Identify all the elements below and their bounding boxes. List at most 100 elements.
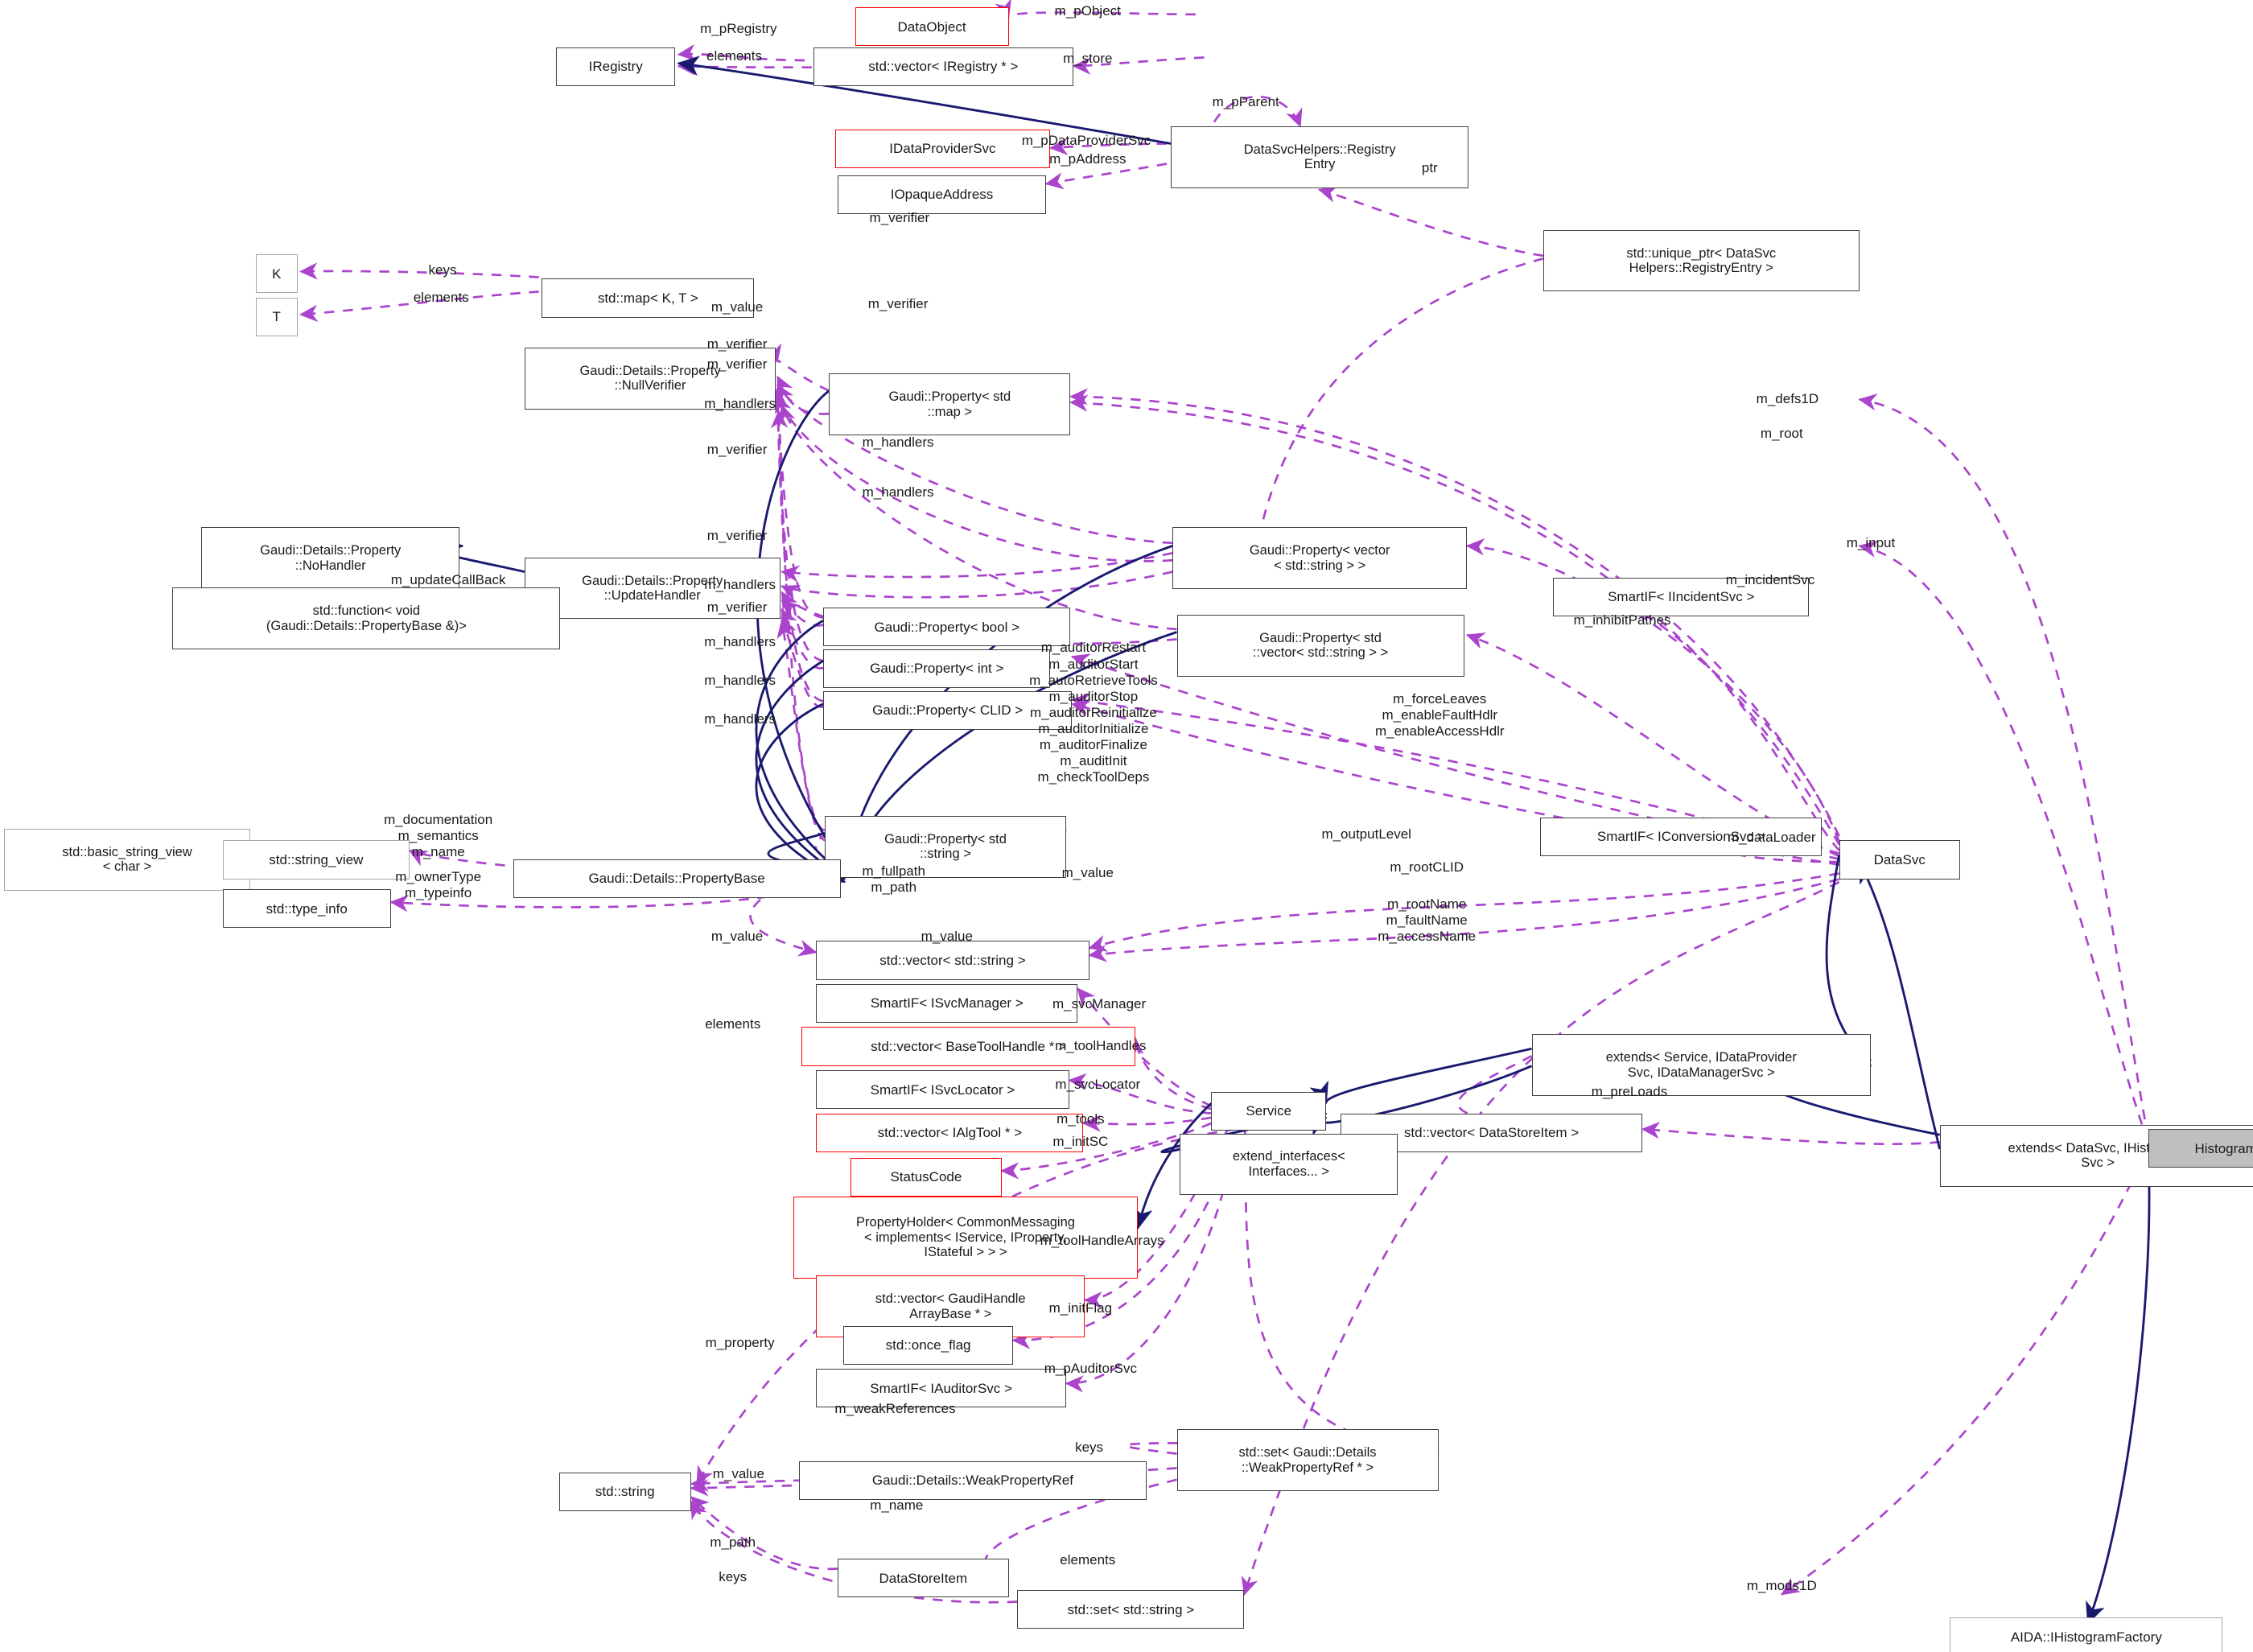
class-node-prop_map[interactable]: Gaudi::Property< std ::map > xyxy=(829,373,1071,435)
edge-label: m_svcManager xyxy=(1052,995,1147,1011)
class-node-prop_string[interactable]: Gaudi::Property< std ::string > xyxy=(825,816,1066,878)
edge-label: m_mods1D xyxy=(1746,1577,1817,1593)
class-node-nohandler[interactable]: Gaudi::Details::Property ::NoHandler xyxy=(201,527,460,589)
class-node-K[interactable]: K xyxy=(255,253,298,294)
edge-label: keys xyxy=(428,262,457,278)
edge-label: m_documentation m_semantics m_name xyxy=(384,811,493,860)
edge-label: m_handlers xyxy=(704,711,776,727)
class-node-iregistry[interactable]: IRegistry xyxy=(556,47,676,87)
class-node-vec_datastoreitem[interactable]: std::vector< DataStoreItem > xyxy=(1341,1113,1643,1152)
edge-label: elements xyxy=(706,47,762,64)
class-node-typeinfo[interactable]: std::type_info xyxy=(222,889,391,929)
edge-label: m_value xyxy=(710,299,764,315)
class-node-once_flag[interactable]: std::once_flag xyxy=(843,1325,1013,1365)
edge-label: m_rootName m_faultName m_accessName xyxy=(1378,896,1477,945)
class-node-vec_basetool[interactable]: std::vector< BaseToolHandle * > xyxy=(801,1027,1135,1066)
edge-label: m_value xyxy=(710,928,764,944)
class-node-service[interactable]: Service xyxy=(1211,1091,1327,1131)
edge-label: m_fullpath m_path xyxy=(862,863,925,895)
class-node-statuscode[interactable]: StatusCode xyxy=(851,1157,1002,1197)
class-node-stringview[interactable]: std::string_view xyxy=(222,840,410,880)
edge-label: m_verifier xyxy=(869,210,930,226)
edge-label: m_path xyxy=(710,1535,756,1551)
class-node-uniqueptr_re[interactable]: std::unique_ptr< DataSvc Helpers::Regist… xyxy=(1543,229,1860,292)
edge-label: m_pAddress xyxy=(1049,151,1126,167)
edge-label: m_verifier xyxy=(706,441,768,457)
edge-label: m_verifier xyxy=(867,296,929,312)
edge-label: m_value xyxy=(921,928,973,944)
edge-label: m_verifier xyxy=(706,336,768,352)
class-node-string[interactable]: std::string xyxy=(558,1472,691,1512)
class-node-smartif_svcmgr[interactable]: SmartIF< ISvcManager > xyxy=(816,983,1078,1024)
class-node-registryentry[interactable]: DataSvcHelpers::Registry Entry xyxy=(1171,126,1468,188)
class-node-dataobject[interactable]: DataObject xyxy=(855,6,1009,47)
edge-label: m_value xyxy=(1061,865,1114,881)
edge-label: m_toolHandles xyxy=(1055,1037,1147,1053)
edge-label: m_ownerType m_typeinfo xyxy=(395,868,482,900)
edge-label: m_pRegistry xyxy=(700,20,777,36)
class-node-set_string[interactable]: std::set< std::string > xyxy=(1017,1590,1245,1629)
class-node-propholder[interactable]: PropertyHolder< CommonMessaging < implem… xyxy=(793,1197,1139,1279)
edge-label: m_outputLevel xyxy=(1321,826,1411,842)
edge-label: m_auditorRestart m_auditorStart m_autoRe… xyxy=(1029,640,1158,785)
edge-label: m_handlers xyxy=(704,673,776,689)
class-node-vec_iregistry[interactable]: std::vector< IRegistry * > xyxy=(813,47,1073,87)
class-node-prop_vecstr[interactable]: Gaudi::Property< vector < std::string > … xyxy=(1172,527,1468,589)
edge-label: m_pParent xyxy=(1212,93,1279,109)
edge-label: m_inhibitPathes xyxy=(1573,612,1671,628)
edge-label: elements xyxy=(705,1016,761,1032)
edge-label: m_handlers xyxy=(704,395,776,411)
edge-label: m_pAuditorSvc xyxy=(1044,1361,1137,1377)
edge-label: m_name xyxy=(870,1497,924,1513)
class-node-vec_string[interactable]: std::vector< std::string > xyxy=(816,941,1089,980)
class-node-idataprovidersvc[interactable]: IDataProviderSvc xyxy=(834,129,1051,168)
edge-label: m_handlers xyxy=(704,633,776,649)
class-node-extend_interfaces[interactable]: extend_interfaces< Interfaces... > xyxy=(1180,1133,1398,1196)
edge-label: m_rootCLID xyxy=(1390,859,1464,875)
edge-label: keys xyxy=(719,1569,748,1585)
edge-label: m_toolHandleArrays xyxy=(1040,1233,1164,1249)
class-node-histogramsvc[interactable]: HistogramSvc xyxy=(2148,1129,2253,1168)
edge-label: m_tools xyxy=(1056,1110,1105,1127)
edge-label: m_dataLoader xyxy=(1727,829,1816,845)
class-node-iopaqueaddress[interactable]: IOpaqueAddress xyxy=(838,175,1046,214)
class-node-set_weakprop[interactable]: std::set< Gaudi::Details ::WeakPropertyR… xyxy=(1176,1429,1439,1492)
edge-label: elements xyxy=(1060,1551,1116,1568)
class-node-prop_bool[interactable]: Gaudi::Property< bool > xyxy=(823,608,1071,647)
class-node-propertybase[interactable]: Gaudi::Details::PropertyBase xyxy=(513,859,841,898)
class-node-prop_clid[interactable]: Gaudi::Property< CLID > xyxy=(823,690,1073,730)
class-node-datastoreitem[interactable]: DataStoreItem xyxy=(838,1558,1009,1598)
class-node-smartif_svcloc[interactable]: SmartIF< ISvcLocator > xyxy=(816,1069,1069,1110)
edge-label: m_defs1D xyxy=(1756,391,1819,407)
class-node-stdfunction[interactable]: std::function< void (Gaudi::Details::Pro… xyxy=(172,587,561,649)
edge-label: m_initSC xyxy=(1052,1134,1109,1150)
class-node-basicstringview[interactable]: std::basic_string_view < char > xyxy=(4,829,250,891)
edge-label: m_weakReferences xyxy=(834,1401,956,1417)
class-node-datasvc[interactable]: DataSvc xyxy=(1839,840,1960,880)
edge-label: m_svcLocator xyxy=(1055,1076,1141,1092)
class-node-weakpropertyref[interactable]: Gaudi::Details::WeakPropertyRef xyxy=(798,1460,1147,1500)
edge-label: m_input xyxy=(1846,534,1896,550)
class-node-T[interactable]: T xyxy=(255,297,298,336)
edge-label: m_handlers xyxy=(862,484,934,501)
class-node-prop_stdvecstr[interactable]: Gaudi::Property< std ::vector< std::stri… xyxy=(1176,615,1464,677)
edge-label: m_forceLeaves m_enableFaultHdlr m_enable… xyxy=(1374,690,1505,739)
edge-label: m_initFlag xyxy=(1048,1300,1113,1316)
class-node-aida_histfactory[interactable]: AIDA::IHistogramFactory xyxy=(1950,1617,2223,1652)
edge-label: m_pDataProviderSvc xyxy=(1021,132,1151,148)
edge-label: m_store xyxy=(1063,51,1113,67)
class-node-map_kt[interactable]: std::map< K, T > xyxy=(542,278,755,318)
edge-label: m_verifier xyxy=(706,599,768,616)
class-node-smartif_incident[interactable]: SmartIF< IIncidentSvc > xyxy=(1553,577,1810,616)
edge-label: m_verifier xyxy=(706,527,768,543)
edge-label: m_pObject xyxy=(1054,3,1121,19)
class-node-smartif_auditor[interactable]: SmartIF< IAuditorSvc > xyxy=(816,1369,1066,1408)
class-node-vec_ialgtool[interactable]: std::vector< IAlgTool * > xyxy=(816,1113,1084,1152)
class-node-updatehandler[interactable]: Gaudi::Details::Property ::UpdateHandler xyxy=(524,557,781,620)
class-node-nullverifier[interactable]: Gaudi::Details::Property ::NullVerifier xyxy=(524,348,776,410)
class-node-smartif_conv[interactable]: SmartIF< IConversionSvc > xyxy=(1540,817,1823,856)
class-node-prop_int[interactable]: Gaudi::Property< int > xyxy=(823,649,1051,689)
class-node-extends_service[interactable]: extends< Service, IDataProvider Svc, IDa… xyxy=(1531,1034,1871,1097)
